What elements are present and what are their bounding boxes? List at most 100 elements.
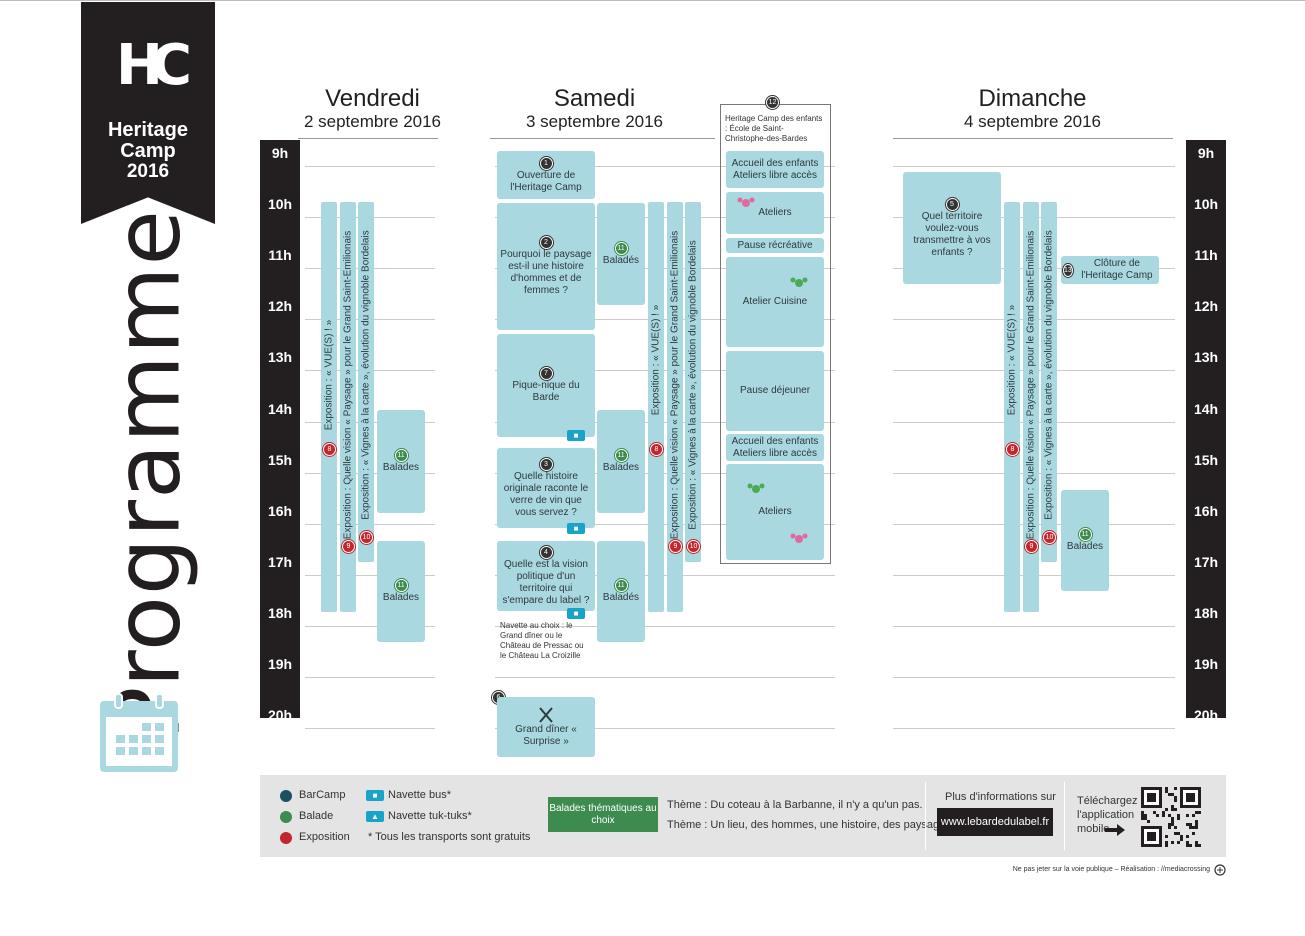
kids-icon — [747, 483, 765, 493]
event-label: Quel territoire voulez-vous transmettre … — [913, 210, 991, 258]
hour-label: 20h — [1193, 707, 1219, 724]
hour-gridline — [893, 166, 1175, 167]
hour-gridline — [495, 728, 835, 730]
balade-box[interactable]: 11 Balades — [1061, 490, 1109, 591]
expo-bar-vues[interactable] — [1004, 202, 1020, 612]
hour-gridline — [305, 574, 435, 576]
qr-code-icon[interactable] — [1141, 787, 1201, 847]
event-label: Quelle est la vision politique d'un terr… — [502, 558, 590, 606]
expo-number: 10 — [360, 531, 373, 544]
hour-gridline — [495, 166, 835, 167]
expo-bar-vues[interactable] — [321, 202, 337, 612]
expo-bar-paysage[interactable] — [340, 202, 356, 612]
event-vision[interactable]: 4 Quelle est la vision politique d'un te… — [497, 541, 595, 611]
hour-label: 16h — [267, 502, 293, 519]
hour-label: 17h — [1193, 553, 1219, 570]
event-label: Ateliers — [758, 506, 792, 517]
expo-number: 10 — [1043, 531, 1056, 544]
hour-gridline — [495, 268, 835, 270]
day-name-saturday: Samedi — [553, 85, 636, 112]
kids-header: Heritage Camp des enfants : École de Sai… — [725, 114, 823, 143]
expo-bar-vues[interactable] — [648, 202, 664, 612]
barcamp-legend-dot — [280, 790, 292, 802]
balade-box[interactable]: 11 Baladés — [597, 541, 645, 642]
event-territoire[interactable]: 5 Quel territoire voulez-vous transmettr… — [903, 172, 1001, 284]
event-label: Grand dîner « Surprise » — [515, 724, 577, 747]
hour-gridline — [305, 677, 435, 678]
bus-icon: ■ — [567, 608, 585, 619]
event-label: Balades — [602, 462, 640, 473]
kids-ateliers[interactable]: Ateliers — [726, 192, 824, 234]
balade-box[interactable]: 11 Baladés — [597, 203, 645, 305]
balade-box[interactable]: 11 Balades — [597, 410, 645, 513]
expo-bar-vignes[interactable] — [358, 202, 374, 562]
event-label: Ateliers — [758, 207, 792, 218]
legend-exposition: Exposition — [299, 831, 350, 843]
kids-icon — [790, 533, 808, 543]
expo-bar-vignes[interactable] — [685, 202, 701, 562]
hour-label: 19h — [1193, 656, 1219, 672]
day-rule — [490, 138, 715, 139]
event-paysage[interactable]: 2 Pourquoi le paysage est-il une histoir… — [497, 203, 595, 330]
legend-separator — [1064, 782, 1065, 850]
expo-bar-paysage[interactable] — [1023, 202, 1039, 612]
mediacrossing-logo-icon — [1214, 864, 1226, 876]
hour-gridline — [893, 625, 1175, 627]
bus-icon: ■ — [567, 523, 585, 534]
event-label: Clôture de l'Heritage Camp — [1081, 258, 1153, 281]
event-diner[interactable]: Grand dîner « Surprise » — [497, 697, 595, 757]
expo-label: Exposition : « Vignes à la carte », évol… — [1043, 230, 1055, 520]
hour-label: 12h — [1193, 298, 1219, 315]
bus-icon: ■ — [567, 430, 585, 441]
expo-label: Exposition : « VUE(S) ! » — [1006, 304, 1018, 416]
legend-app-3: mobile — [1077, 823, 1110, 835]
hour-label: 14h — [1193, 400, 1219, 417]
kids-cuisine[interactable]: Atelier Cuisine — [726, 257, 824, 347]
event-number: 12 — [766, 96, 779, 109]
kids-dejeuner[interactable]: Pause déjeuner — [726, 351, 824, 431]
kids-ateliers[interactable]: Ateliers — [726, 464, 824, 560]
hour-gridline — [305, 166, 435, 167]
event-label: Balades — [382, 462, 420, 473]
kids-accueil[interactable]: Accueil des enfants Ateliers libre accès — [726, 151, 824, 188]
event-ouverture[interactable]: 1 Ouverture de l'Heritage Camp — [497, 151, 595, 199]
event-number: 11 — [394, 449, 408, 462]
expo-label: Exposition : « Vignes à la carte », évol… — [687, 240, 699, 530]
balade-box[interactable]: 11 Balades — [377, 541, 425, 642]
expo-bar-paysage[interactable] — [667, 202, 683, 612]
kids-accueil[interactable]: Accueil des enfants Ateliers libre accès — [726, 434, 824, 461]
expo-number: 9 — [1025, 540, 1038, 553]
event-label: Baladés — [602, 254, 640, 266]
expo-label: Exposition : Quelle vision « Paysage » p… — [1025, 230, 1037, 540]
day-rule — [298, 138, 438, 139]
event-number: 11 — [1078, 528, 1092, 541]
legend-separator — [925, 782, 926, 850]
logo-line-3: 2016 — [126, 161, 170, 182]
expo-label: Exposition : « Vignes à la carte », évol… — [360, 230, 372, 520]
expo-bar-vignes[interactable] — [1041, 202, 1057, 562]
kids-icon — [790, 277, 808, 287]
logo-banner: HC Heritage Camp 2016 — [81, 2, 215, 224]
event-histoire[interactable]: 3 Quelle histoire originale raconte le v… — [497, 448, 595, 528]
hour-label: 12h — [267, 298, 293, 315]
event-label: Pique-nique du Barde — [512, 380, 580, 403]
balade-box[interactable]: 11 Balades — [377, 410, 425, 513]
legend-barcamp: BarCamp — [299, 789, 346, 801]
hour-label: 9h — [271, 145, 289, 161]
hour-gridline — [495, 472, 835, 474]
bus-icon: ■ — [366, 790, 384, 801]
hour-label: 18h — [267, 604, 293, 621]
expo-number: 9 — [669, 540, 682, 553]
hour-gridline — [893, 677, 1175, 678]
kids-pause[interactable]: Pause récréative — [726, 238, 824, 253]
expo-number: 10 — [687, 540, 700, 553]
expo-number: 8 — [1006, 443, 1019, 456]
website-link[interactable]: www.lebardedulabel.fr — [937, 808, 1053, 836]
exposition-legend-dot — [280, 832, 292, 844]
event-cloture[interactable]: 13 Clôture de l'Heritage Camp — [1061, 256, 1159, 284]
event-number: 11 — [614, 449, 628, 462]
event-piquenique[interactable]: 7 Pique-nique du Barde — [497, 334, 595, 437]
event-number: 4 — [539, 545, 553, 559]
hour-gridline — [305, 728, 435, 730]
hour-gridline — [495, 319, 835, 321]
